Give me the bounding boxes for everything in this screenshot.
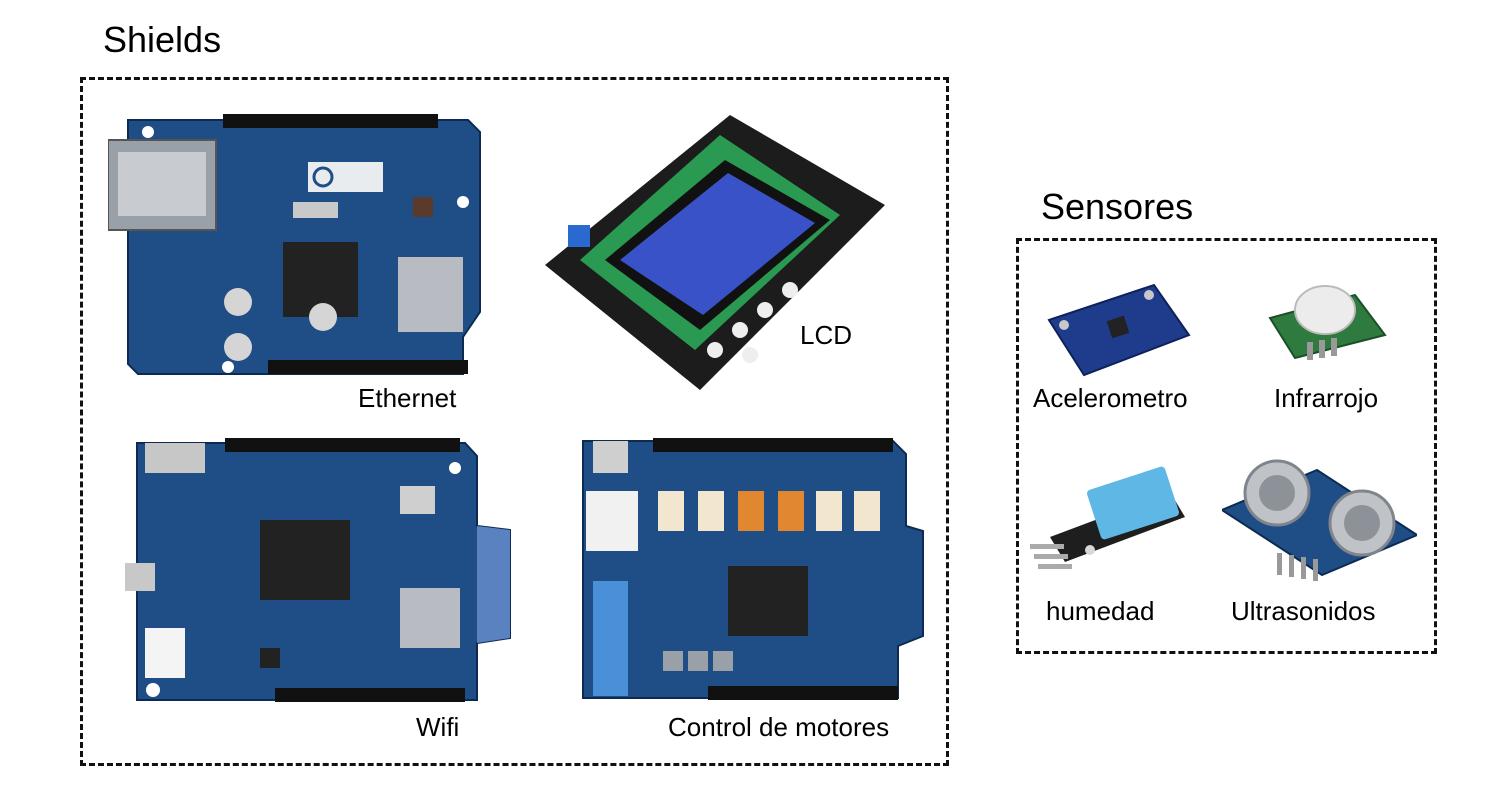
shields-title: Shields: [103, 19, 222, 60]
lcd-shield-icon: [540, 105, 890, 395]
wifi-label: Wifi: [416, 712, 460, 742]
motor-control-label: Control de motores: [668, 712, 890, 742]
lcd-label: LCD: [800, 320, 853, 350]
motor-shield-icon: [578, 436, 928, 704]
ultrasonic-sensor-icon: [1222, 455, 1417, 583]
acelerometro-label: Acelerometro: [1033, 383, 1188, 413]
sensores-title: Sensores: [1041, 186, 1194, 227]
sensores-box: [1016, 238, 1437, 654]
ethernet-label: Ethernet: [358, 383, 457, 413]
shields-box: [80, 77, 949, 766]
infrared-sensor-icon: [1265, 280, 1390, 365]
ultrasonidos-label: Ultrasonidos: [1231, 596, 1376, 626]
accelerometer-icon: [1044, 280, 1194, 380]
wifi-shield-icon: [125, 438, 515, 706]
humedad-label: humedad: [1046, 596, 1155, 626]
humidity-sensor-icon: [1030, 462, 1200, 580]
ethernet-shield-icon: [108, 112, 488, 384]
infrarrojo-label: Infrarrojo: [1274, 383, 1379, 413]
